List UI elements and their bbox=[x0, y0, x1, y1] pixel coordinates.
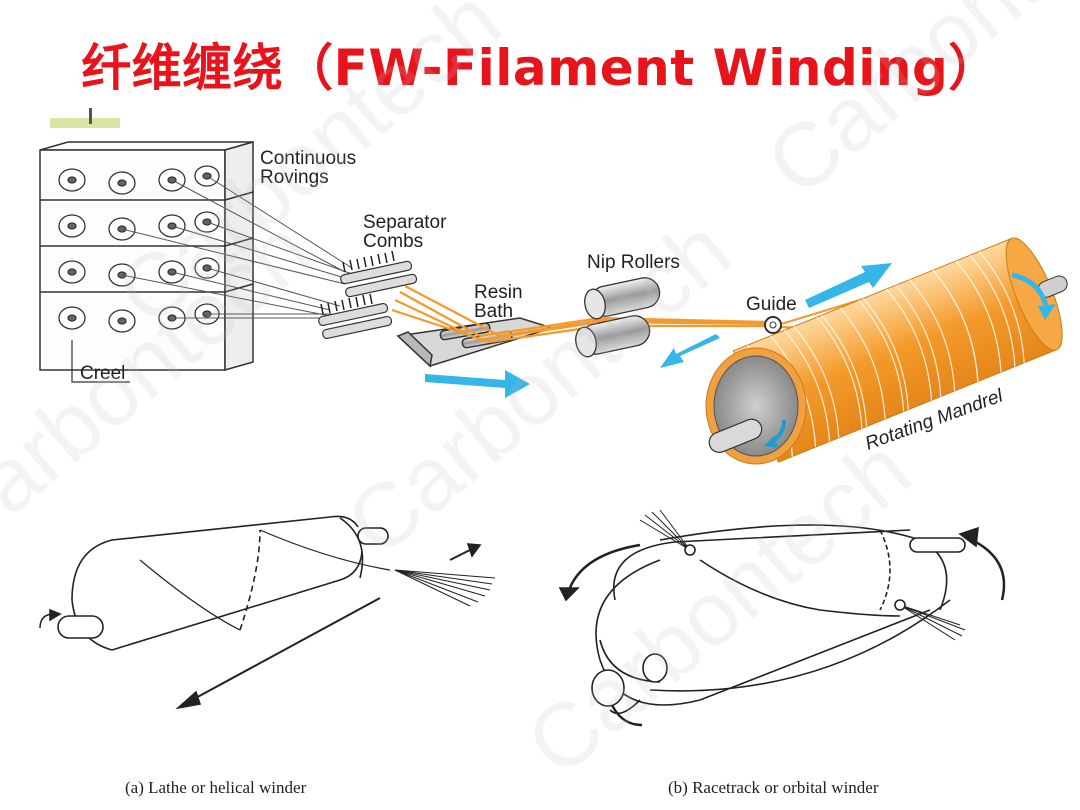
watermark-4: Carbontech bbox=[749, 0, 1080, 215]
flow-arrows bbox=[425, 263, 1056, 398]
rotating-mandrel bbox=[705, 237, 1068, 465]
label-bath: Bath bbox=[474, 301, 513, 322]
lathe-winder bbox=[39, 515, 496, 710]
page-title: 纤维缠绕（FW-Filament Winding） bbox=[81, 39, 999, 97]
accent-tick bbox=[89, 108, 92, 124]
caption-racetrack: (b) Racetrack or orbital winder bbox=[668, 778, 879, 797]
accent-bar bbox=[50, 118, 120, 128]
label-continuous: Continuous bbox=[260, 148, 356, 169]
label-separator: Separator bbox=[363, 212, 447, 233]
label-resin: Resin bbox=[474, 282, 523, 303]
watermark-2: Carbontech bbox=[329, 200, 750, 576]
racetrack-winder bbox=[558, 509, 1006, 727]
bobbins bbox=[58, 165, 220, 333]
rovings bbox=[121, 175, 353, 319]
label-creel: Creel bbox=[80, 363, 125, 384]
guide-ring bbox=[764, 316, 782, 334]
label-guide: Guide bbox=[746, 294, 797, 315]
separator-combs bbox=[318, 250, 418, 340]
creel-leader bbox=[71, 340, 130, 383]
nip-rollers bbox=[575, 277, 661, 358]
label-rovings: Rovings bbox=[260, 167, 329, 188]
caption-lathe: (a) Lathe or helical winder bbox=[125, 778, 307, 797]
label-nip-rollers: Nip Rollers bbox=[587, 252, 680, 273]
label-combs: Combs bbox=[363, 231, 423, 252]
watermark-3: Carbontech bbox=[509, 420, 930, 796]
